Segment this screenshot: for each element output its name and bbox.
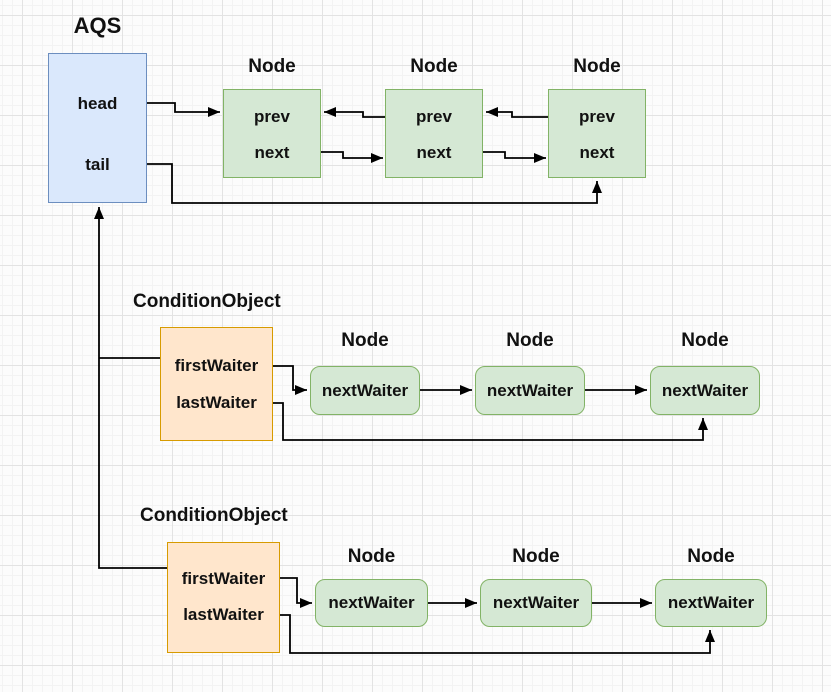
condition1-title: ConditionObject <box>133 291 281 312</box>
c2-node3-field-nextwaiter: nextWaiter <box>667 593 755 612</box>
c1-node2-title: Node <box>506 330 554 351</box>
condition2-title: ConditionObject <box>140 505 288 526</box>
sync-node3-box: prev next <box>548 89 646 178</box>
condition1-box: firstWaiter lastWaiter <box>160 327 273 441</box>
c1-node1-field-nextwaiter: nextWaiter <box>321 380 409 400</box>
sync-node1-field-prev: prev <box>254 107 290 126</box>
c2-node1-box: nextWaiter <box>315 579 428 627</box>
aqs-field-tail: tail <box>85 155 110 174</box>
c2-node2-field-nextwaiter: nextWaiter <box>492 593 580 612</box>
condition2-box: firstWaiter lastWaiter <box>167 542 280 653</box>
edge-node1-next-to-node2 <box>301 151 383 163</box>
c2-node3-title: Node <box>687 546 735 567</box>
sync-node2-field-next: next <box>416 143 452 162</box>
c2-node3-box: nextWaiter <box>655 579 767 627</box>
c2-node2-box: nextWaiter <box>480 579 592 627</box>
sync-node3-field-prev: prev <box>579 107 615 126</box>
edge-c1-lastwaiter-to-node3 <box>266 402 708 441</box>
aqs-box: head tail <box>48 53 147 203</box>
edge-tail-to-node3 <box>126 163 602 204</box>
c2-node1-field-nextwaiter: nextWaiter <box>328 593 415 612</box>
c2-node1-title: Node <box>347 546 396 567</box>
sync-node3-title: Node <box>573 56 621 77</box>
condition1-field-lastwaiter: lastWaiter <box>176 393 257 412</box>
edge-c2-lastwaiter-to-node3 <box>273 614 715 654</box>
c1-node3-box: nextWaiter <box>650 366 760 415</box>
sync-node3-field-next: next <box>579 143 615 162</box>
c1-node3-title: Node <box>681 330 729 351</box>
condition1-field-firstwaiter: firstWaiter <box>174 356 259 375</box>
c1-node1-title: Node <box>341 330 389 351</box>
c1-node1-box: nextWaiter <box>310 366 420 415</box>
edge-node2-next-to-node3 <box>463 151 546 163</box>
edge-c2-firstwaiter-to-node1 <box>273 577 312 608</box>
edge-condition2-to-aqs <box>94 207 167 569</box>
sync-node2-box: prev next <box>385 89 483 178</box>
sync-node2-title: Node <box>410 56 458 77</box>
sync-node2-field-prev: prev <box>416 107 452 126</box>
aqs-field-head: head <box>77 94 118 113</box>
c1-node3-field-nextwaiter: nextWaiter <box>661 380 749 400</box>
condition2-field-lastwaiter: lastWaiter <box>183 605 264 624</box>
aqs-title: AQS <box>73 13 122 38</box>
sync-node1-field-next: next <box>254 143 290 162</box>
edge-head-to-node1 <box>127 102 220 117</box>
c1-node2-field-nextwaiter: nextWaiter <box>486 380 574 400</box>
c1-node2-box: nextWaiter <box>475 366 585 415</box>
sync-node1-title: Node <box>248 56 296 77</box>
sync-node1-box: prev next <box>223 89 321 178</box>
condition2-field-firstwaiter: firstWaiter <box>181 569 266 588</box>
edge-c1-firstwaiter-to-node1 <box>266 365 307 395</box>
c2-node2-title: Node <box>512 546 560 567</box>
